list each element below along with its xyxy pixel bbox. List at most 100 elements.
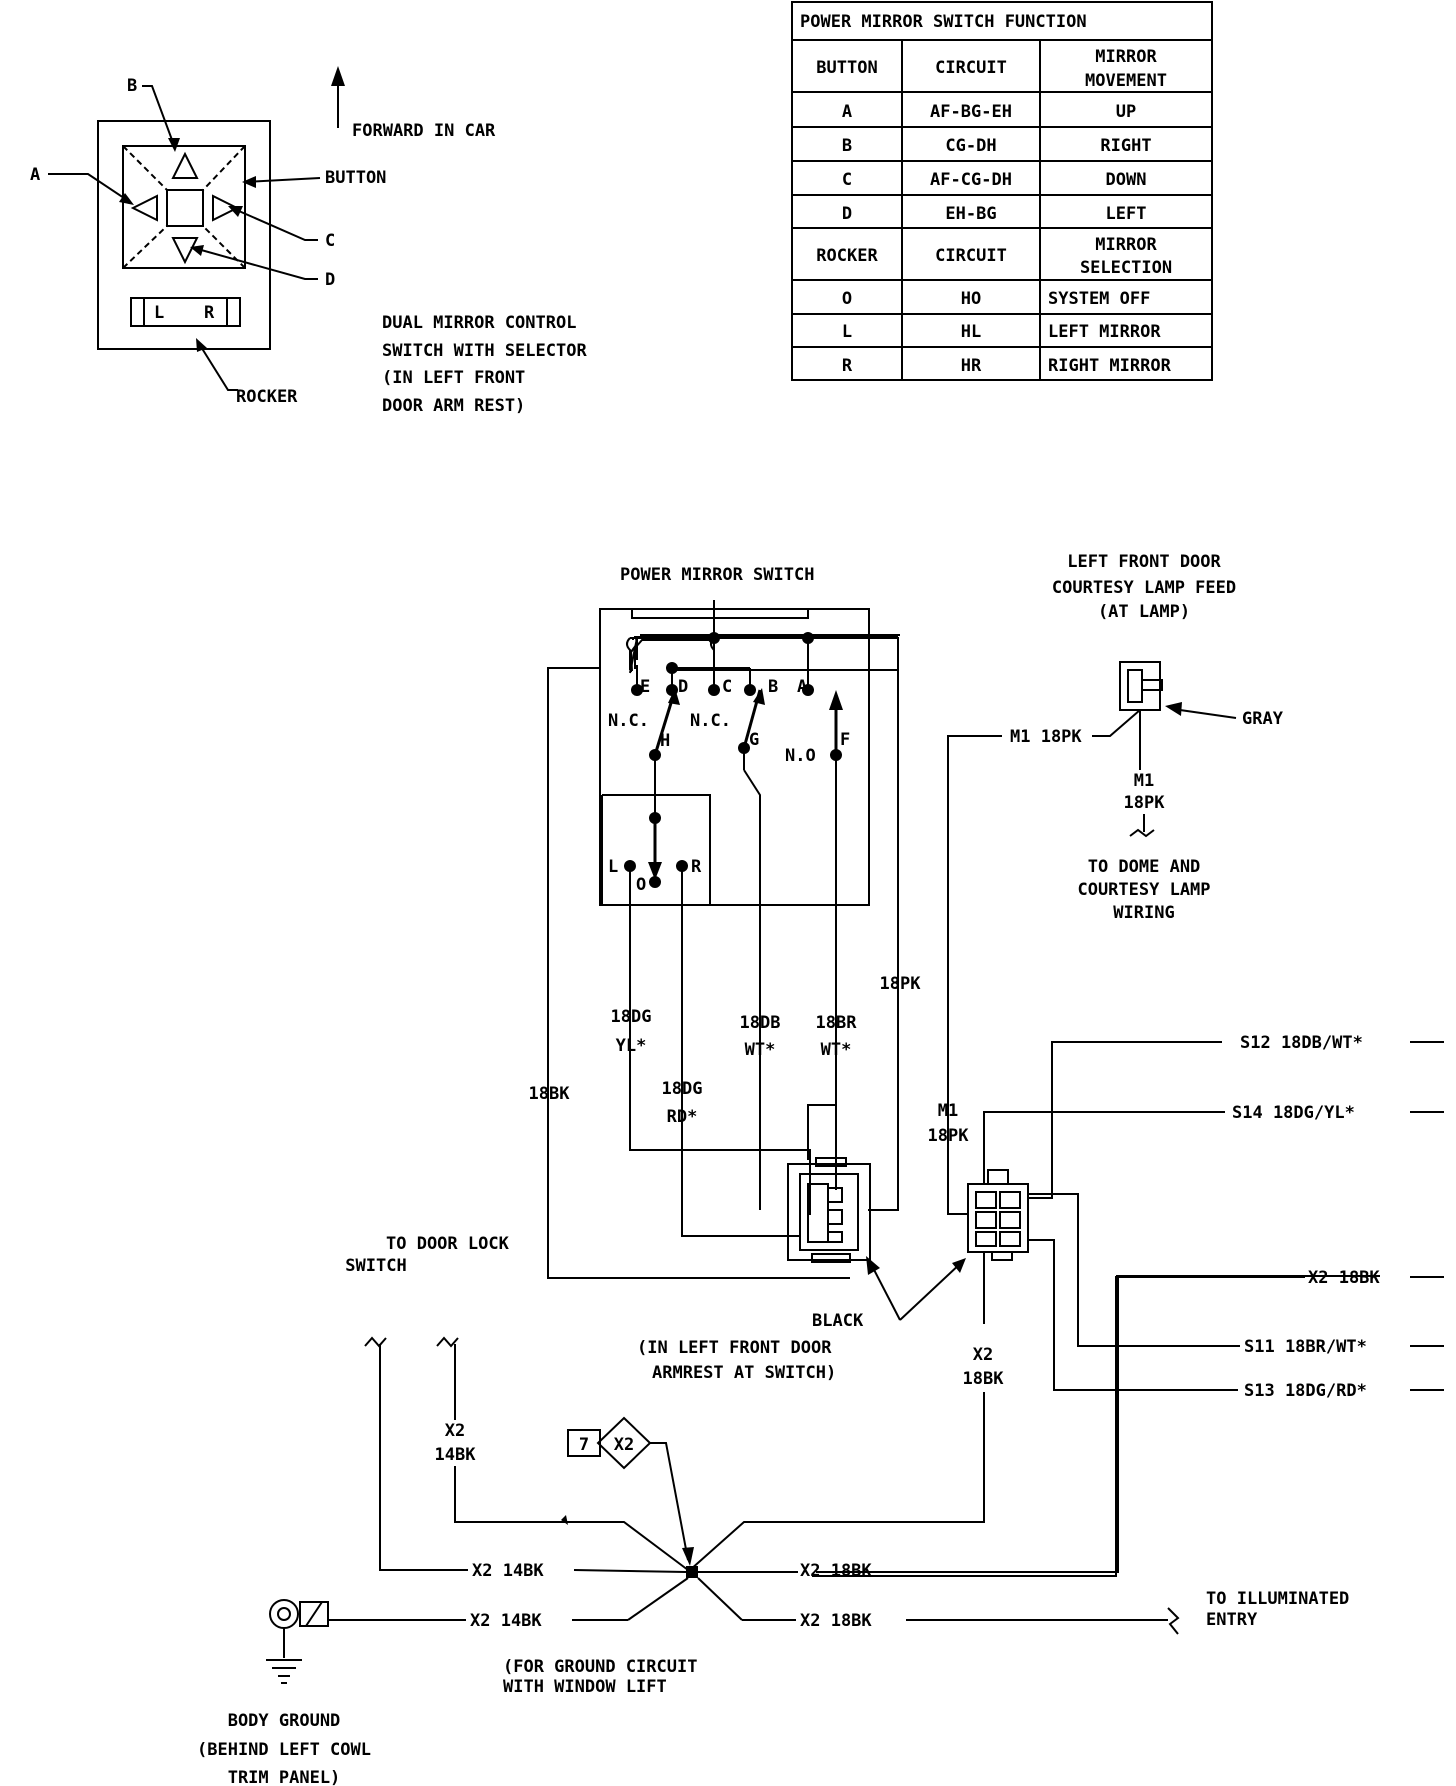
door-lock-1: TO DOOR LOCK [386,1234,510,1254]
label-s13: S13 18DG/RD* [1244,1381,1367,1401]
ground-circuit-2: WITH WINDOW LIFT [503,1677,667,1697]
wire-rd: RD* [667,1107,698,1127]
contact-h: H [660,731,670,751]
label-x2-right: X2 18BK [1308,1268,1380,1288]
contact-o: O [636,875,646,895]
row-r-rocker: R [842,356,853,376]
black-label: BLACK [812,1311,864,1331]
wire-x2-18bk: 18BK [963,1369,1005,1389]
header-rocker-mirror: MIRROR [1095,235,1157,255]
contact-b: B [768,677,778,697]
x2-14bk-a: X2 14BK [472,1561,544,1581]
black-loc-2: ARMREST AT SWITCH) [652,1363,836,1383]
wire-m1-18pk: 18PK [928,1126,970,1146]
label-d: D [325,270,335,290]
body-ground-1: BODY GROUND [228,1711,341,1731]
label-b: B [127,76,137,96]
lamp-title-2: COURTESY LAMP FEED [1052,578,1236,598]
label-rocker: ROCKER [236,387,298,407]
row-o-circuit: HO [961,289,981,309]
contact-g: G [749,730,759,750]
row-r-circuit: HR [961,356,982,376]
label-s12: S12 18DB/WT* [1240,1033,1363,1053]
contact-a: A [797,677,807,697]
wire-yl: YL* [616,1036,647,1056]
header-movement: MOVEMENT [1085,71,1167,91]
splice-num: 7 [579,1435,589,1455]
row-d-movement: LEFT [1106,204,1147,224]
wire-18br: 18BR [816,1013,858,1033]
wire-18dg: 18DG [611,1007,652,1027]
caption-line-3: (IN LEFT FRONT [382,368,525,388]
ground-splice: TO DOOR LOCK SWITCH X2 14BK X2 14BK X2 1… [197,1234,1349,1786]
contact-d: D [678,677,688,697]
row-c-button: C [842,170,852,190]
header-rocker: ROCKER [816,246,878,266]
contact-c: C [722,677,732,697]
door-lock-2: SWITCH [345,1256,406,1276]
header-button: BUTTON [816,58,877,78]
lamp-m1: M1 [1134,771,1154,791]
row-b-circuit: CG-DH [945,136,996,156]
black-loc-1: (IN LEFT FRONT DOOR [637,1338,832,1358]
header-selection: SELECTION [1080,258,1172,278]
lamp-title-1: LEFT FRONT DOOR [1067,552,1221,572]
rocker-switch [130,297,241,327]
label-s11: S11 18BR/WT* [1244,1337,1367,1357]
caption-line-1: DUAL MIRROR CONTROL [382,313,576,333]
lamp-18pk: 18PK [1124,793,1166,813]
row-o-rocker: O [842,289,852,309]
row-l-selection: LEFT MIRROR [1048,322,1161,342]
header-mirror: MIRROR [1095,47,1157,67]
caption-line-2: SWITCH WITH SELECTOR [382,341,587,361]
switch-function-table: POWER MIRROR SWITCH FUNCTION BUTTON CIRC… [791,1,1213,381]
wire-wt-1: WT* [745,1040,776,1060]
power-mirror-switch: POWER MIRROR SWITCH [529,565,922,1279]
row-l-rocker: L [842,322,852,342]
arrow-left-icon [130,194,158,222]
mirror-switch-illustration: L R B A BUTTON C D ROCKER FORWARD IN CAR… [30,66,587,416]
wire-18db: 18DB [740,1013,781,1033]
wire-18pk: 18PK [880,974,922,994]
label-nc-2: N.C. [690,711,731,731]
arrow-up-icon [171,151,199,179]
splice-diamond-icon [596,1416,652,1470]
body-ground-2: (BEHIND LEFT COWL [197,1740,371,1760]
black-connector: BLACK (IN LEFT FRONT DOOR ARMREST AT SWI… [637,1157,966,1383]
row-l-circuit: HL [961,322,981,342]
x2-18bk-b: X2 18BK [800,1611,872,1631]
dome-3: WIRING [1113,903,1174,923]
contact-e: E [640,677,650,697]
label-forward: FORWARD IN CAR [352,121,496,141]
right-connector: M1 18PK S12 18DB/WT* S14 18DG/YL* X2 18B… [689,735,1444,1577]
caption-line-4: DOOR ARM REST) [382,396,525,416]
illuminated-2: ENTRY [1206,1610,1258,1630]
label-no: N.O [785,746,816,766]
contact-r: R [691,857,702,877]
header-circuit: CIRCUIT [935,58,1007,78]
contact-l: L [608,857,618,877]
arrow-right-icon [212,194,240,222]
x2-14bk-b: X2 14BK [470,1611,542,1631]
x2-18bk-a: X2 18BK [800,1561,872,1581]
ground-eyelet-icon [269,1599,299,1629]
label-s14: S14 18DG/YL* [1232,1103,1355,1123]
contact-f: F [840,730,850,750]
row-a-circuit: AF-BG-EH [930,102,1012,122]
label-a: A [30,165,40,185]
dome-2: COURTESY LAMP [1077,880,1210,900]
row-a-button: A [842,102,852,122]
arrow-down-icon [171,237,199,265]
wire-18dg-2: 18DG [662,1079,703,1099]
label-c: C [325,231,335,251]
row-d-button: D [842,204,852,224]
body-ground-3: TRIM PANEL) [228,1768,341,1786]
lamp-title-3: (AT LAMP) [1098,602,1190,622]
wire-wt-2: WT* [821,1040,852,1060]
row-c-circuit: AF-CG-DH [930,170,1012,190]
splice-point [686,1566,698,1578]
row-d-circuit: EH-BG [945,204,996,224]
row-c-movement: DOWN [1106,170,1147,190]
table-title: POWER MIRROR SWITCH FUNCTION [800,12,1087,32]
row-a-movement: UP [1116,102,1136,122]
